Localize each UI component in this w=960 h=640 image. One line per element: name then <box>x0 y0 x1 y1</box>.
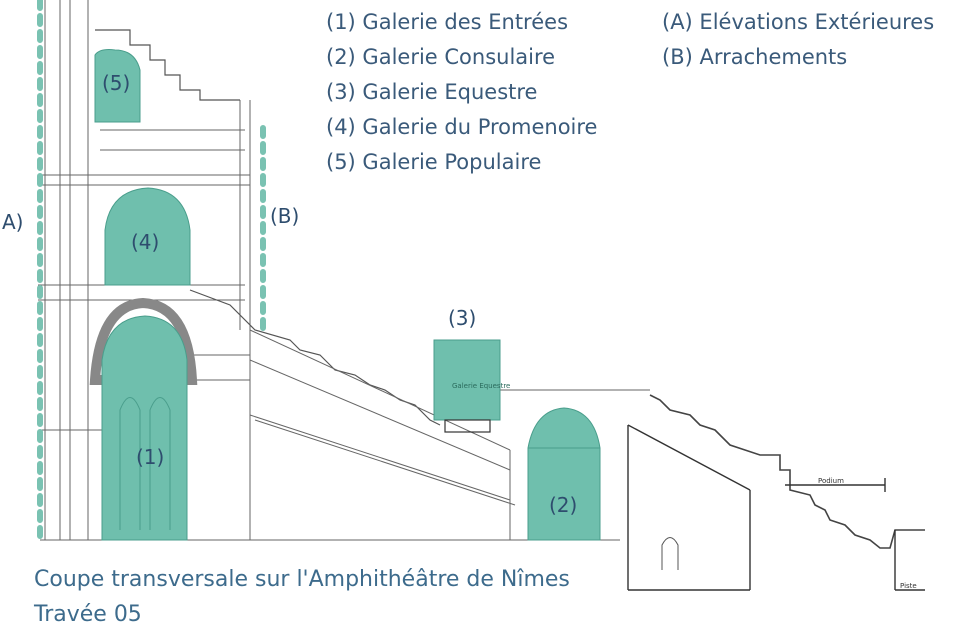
marker-a: A) <box>2 210 24 234</box>
marker-gallery-5: (5) <box>102 71 131 95</box>
legend-item-5: (5) Galerie Populaire <box>326 150 542 174</box>
gallery-1-shape <box>101 315 188 541</box>
legend-item-2: (2) Galerie Consulaire <box>326 45 556 69</box>
legend-item-1: (1) Galerie des Entrées <box>326 10 569 34</box>
marker-gallery-4: (4) <box>131 230 160 254</box>
marker-gallery-1: (1) <box>136 445 165 469</box>
legend-item-a: (A) Elévations Extérieures <box>662 10 935 34</box>
legend-item-3: (3) Galerie Equestre <box>326 80 538 104</box>
cavea-steps <box>189 289 441 426</box>
podium-label: Podium <box>818 477 844 485</box>
gallery-1-inner-arches <box>119 397 171 530</box>
caption-subtitle: Travée 05 <box>34 602 142 627</box>
galerie-equestre-label: Galerie Equestre <box>452 382 511 390</box>
legend-item-b: (B) Arrachements <box>662 45 848 69</box>
gallery-1-arch <box>89 297 198 385</box>
gallery-3-base <box>444 419 491 433</box>
vault-slopes <box>249 329 650 540</box>
gallery-2-shape <box>527 407 601 541</box>
caption-title: Coupe transversale sur l'Amphithéâtre de… <box>34 567 570 592</box>
lower-steps <box>649 394 925 549</box>
legend-item-4: (4) Galerie du Promenoire <box>326 115 598 139</box>
niche-arch <box>661 537 679 570</box>
gallery-5-shape <box>94 49 141 123</box>
gallery-4-shape <box>104 187 191 286</box>
upper-steps <box>95 29 240 101</box>
piste-label: Piste <box>900 582 917 590</box>
podium-wall <box>627 424 925 591</box>
marker-gallery-2: (2) <box>549 493 578 517</box>
gallery-3-shape <box>433 339 501 421</box>
marker-b: (B) <box>270 204 300 228</box>
marker-gallery-3: (3) <box>448 306 477 330</box>
